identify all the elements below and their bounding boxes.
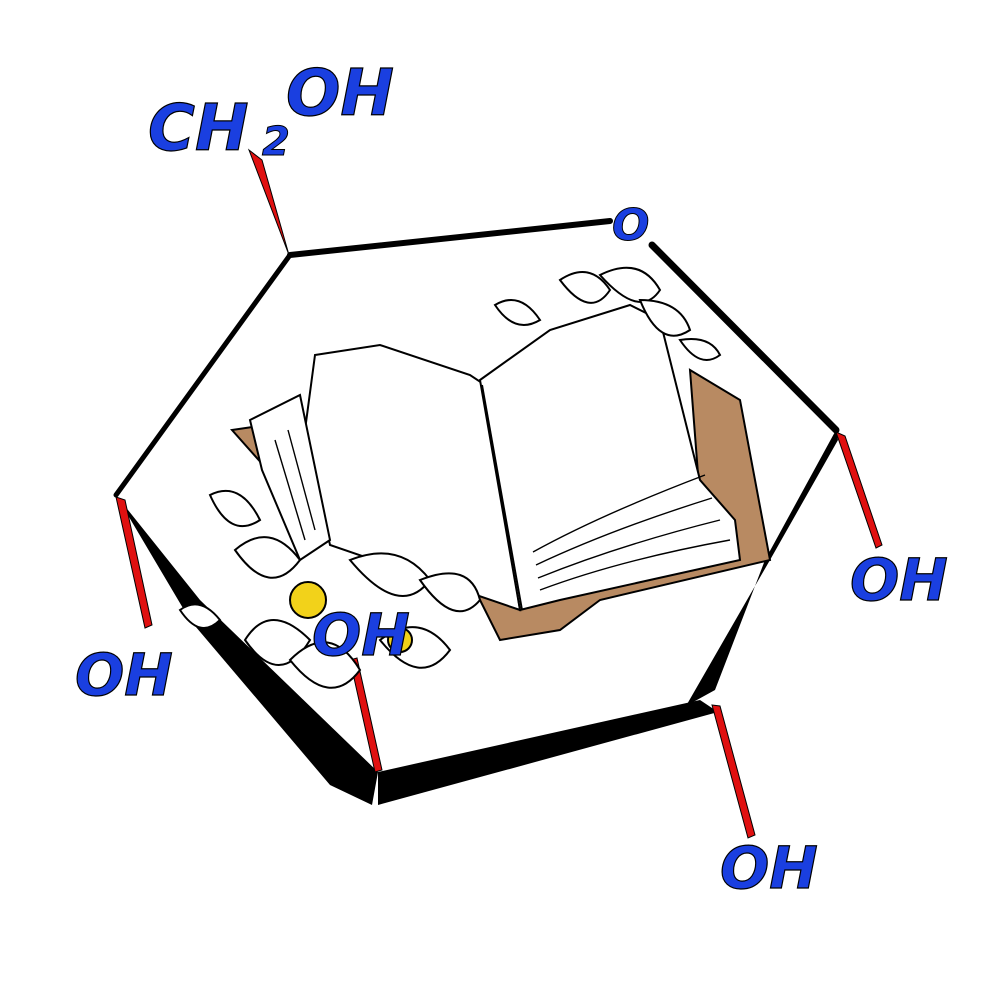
label-ring-o: O [612,200,649,251]
book-spine [481,384,523,611]
book-page-right [478,303,742,612]
ring-edge-front [378,700,718,805]
ring-edge-top [287,218,613,258]
label-ch2oh-ch: CH [148,92,249,166]
labels: CH 2 OH O OH OH OH OH [74,56,948,902]
ring-edge-lower-right [686,430,838,706]
bond-bottom-right-oh [711,704,756,839]
label-ch2oh-oh: OH [286,57,394,131]
ring-edge-lower-left [116,495,378,805]
label-oh-bottom-right: OH [720,834,818,902]
open-book-icon [230,303,772,642]
flower-center-2 [387,627,413,653]
label-ch2oh-sub: 2 [262,119,290,165]
ring-edge-upper-right [648,241,840,434]
bond-center-oh [349,657,383,773]
label-oh-right: OH [850,546,948,614]
label-oh-center: OH [312,601,410,669]
label-oh-left: OH [75,641,173,709]
bond-ch2oh [247,148,290,256]
book-pages-left-stack [248,393,332,562]
flower-center-1 [289,581,327,619]
book-page-lines [274,429,731,591]
ring-edge-upper-left [113,252,293,498]
flower-bouquet-icon [178,266,722,689]
flowers-top-right [493,266,722,361]
bond-right-oh [835,431,883,549]
bond-left-oh [115,496,153,629]
bonds [115,148,883,839]
flowers-bottom-left [178,490,482,689]
